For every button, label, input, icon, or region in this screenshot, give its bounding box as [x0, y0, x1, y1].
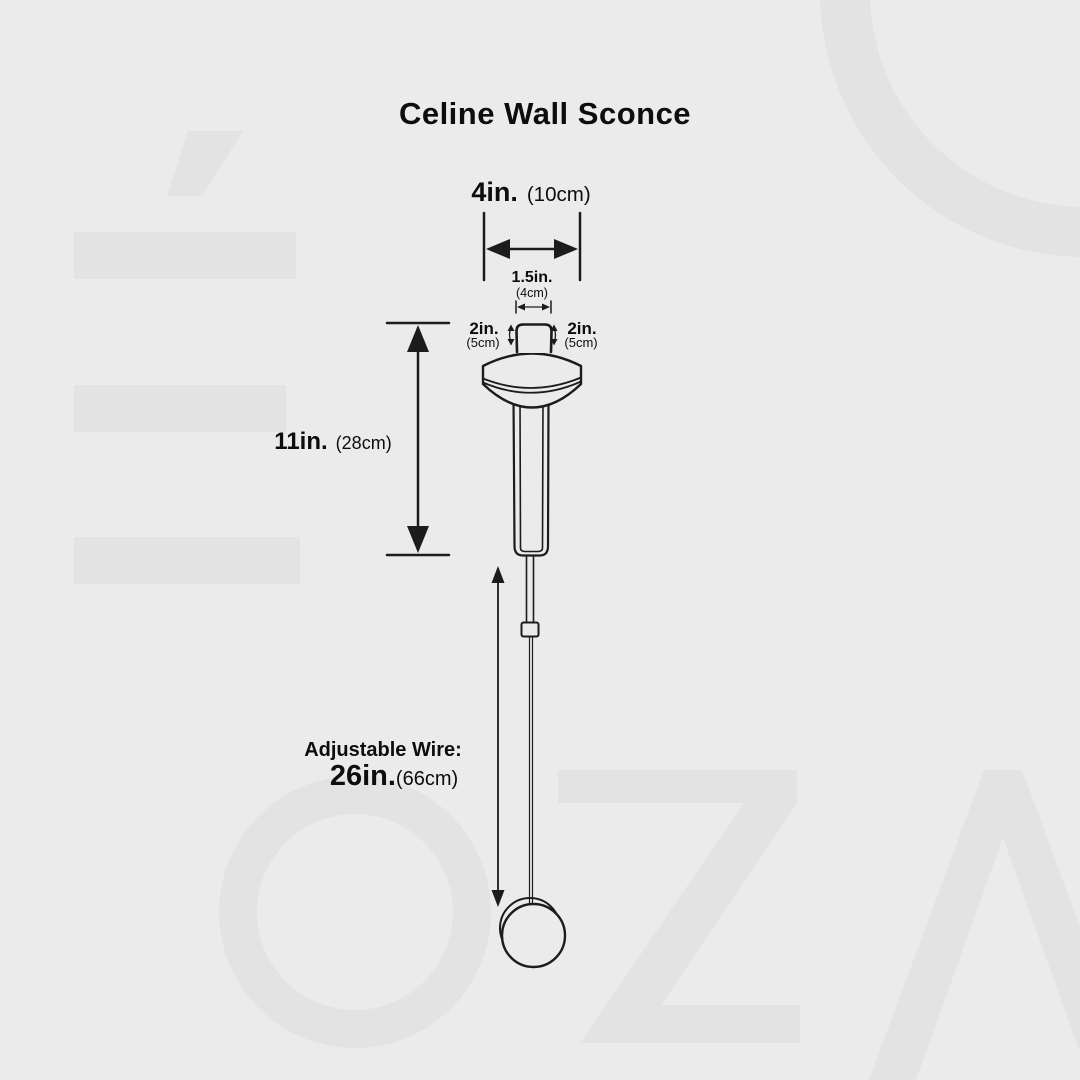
watermark-letter-z-icon	[558, 770, 797, 803]
wire-imperial-value: 26in.	[329, 760, 396, 792]
adjustable-wire-heading: Adjustable Wire:	[304, 739, 462, 761]
watermark-letter-e-bar	[74, 385, 286, 432]
watermark-letter-e-bar	[74, 232, 296, 279]
height-imperial-value: 11in.	[274, 428, 328, 455]
left-offset-imperial-value: 2in.	[469, 319, 499, 338]
width-metric-value: (10cm)	[526, 183, 591, 206]
sconce-mounting-post	[515, 323, 553, 354]
inner-width-dimension-arrow	[515, 300, 552, 314]
wire-length-dimension-arrow	[491, 566, 505, 907]
sconce-wire-connector	[520, 621, 540, 638]
width-dimension-arrow	[486, 239, 578, 259]
height-dimension-arrow	[407, 325, 429, 553]
page-title: Celine Wall Sconce	[398, 96, 692, 131]
wire-metric-value: (66cm)	[395, 768, 459, 790]
width-imperial-value: 4in.	[471, 177, 518, 207]
inner-width-imperial-value: 1.5in.	[511, 269, 553, 286]
height-metric-value: (28cm)	[335, 433, 392, 453]
right-offset-metric-value: (5cm)	[564, 335, 598, 350]
left-offset-metric-value: (5cm)	[466, 335, 500, 350]
sconce-rod	[525, 555, 535, 624]
watermark-letter-a-icon	[869, 770, 1080, 1080]
right-offset-dimension-arrow	[550, 324, 558, 346]
sconce-canopy	[481, 352, 583, 409]
inner-width-metric-value: (4cm)	[516, 286, 548, 300]
watermark-letter-z-icon	[580, 803, 797, 1043]
sconce-canopy-seam	[482, 376, 582, 389]
sconce-stem	[512, 396, 550, 557]
watermark-letter-o-icon	[219, 776, 491, 1048]
sconce-wire	[528, 635, 534, 904]
width-dimension-label: 4in. (10cm)	[471, 179, 590, 206]
sconce-globe-shade	[500, 902, 567, 969]
height-dimension-label: 11in. (28cm)	[274, 430, 391, 454]
height-extension-lines	[385, 321, 451, 557]
left-offset-dimension-arrow	[507, 324, 515, 346]
right-offset-imperial-value: 2in.	[567, 319, 597, 338]
wire-dimension-label: 26in. (66cm)	[330, 762, 458, 791]
watermark-letter-z-icon	[635, 1005, 800, 1043]
watermark-letter-e-bar	[74, 537, 300, 584]
sconce-canopy-seam	[482, 380, 582, 394]
width-extension-lines	[482, 211, 582, 282]
watermark-letter-e-accent-icon	[167, 131, 243, 196]
